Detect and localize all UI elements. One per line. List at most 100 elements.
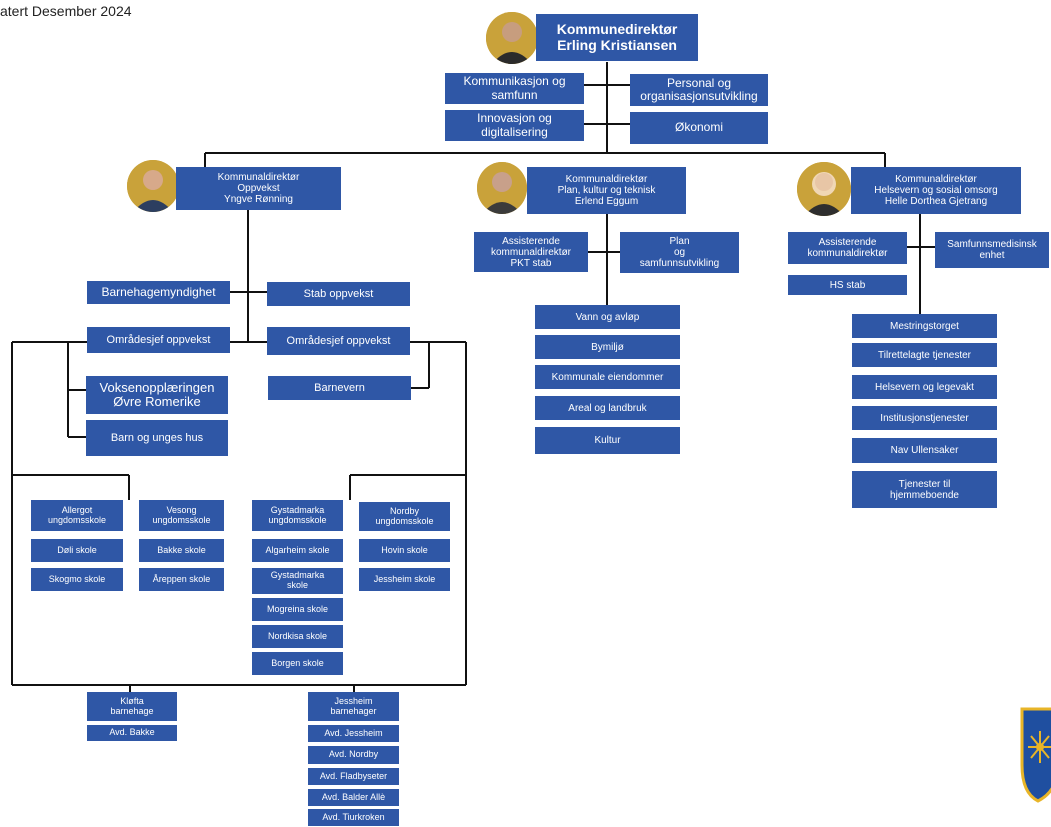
municipality-crest-icon bbox=[1020, 707, 1051, 803]
avd-tiurkroken-box: Avd. Tiurkroken bbox=[308, 809, 399, 826]
kommunikasjon-line1: Kommunikasjon og bbox=[463, 74, 566, 89]
avd-tiurkroken-label: Avd. Tiurkroken bbox=[322, 811, 385, 822]
avd-fladbyseter-label: Avd. Fladbyseter bbox=[319, 770, 388, 781]
klofta-box: Kløfta barnehage bbox=[87, 692, 177, 721]
hso-unit-tjenester: Tjenester til hjemmeboende bbox=[852, 471, 997, 508]
algarheim-box: Algarheim skole bbox=[252, 539, 343, 562]
avd-nordby-box: Avd. Nordby bbox=[308, 746, 399, 764]
vesong-box: Vesong ungdomsskole bbox=[139, 500, 224, 531]
pkt-unit-kultur: Kultur bbox=[535, 427, 680, 454]
erlend-photo-avatar bbox=[477, 162, 527, 214]
barnevern-box: Barnevern bbox=[268, 376, 411, 400]
allergot-box: Allergot ungdomsskole bbox=[31, 500, 123, 531]
kommunedirektor-title: Kommunedirektør bbox=[556, 21, 678, 38]
nav-label: Nav Ullensaker bbox=[890, 445, 959, 456]
yngve-photo-avatar bbox=[127, 160, 179, 212]
hso-unit-helsevern: Helsevern og legevakt bbox=[852, 375, 997, 399]
areal-label: Areal og landbruk bbox=[568, 402, 647, 414]
omradesjef-right-label: Områdesjef oppvekst bbox=[286, 334, 391, 347]
person-icon bbox=[486, 12, 538, 64]
oppvekst-name: Yngve Rønning bbox=[224, 194, 293, 205]
innovasjon-box: Innovasjon og digitalisering bbox=[445, 110, 584, 141]
jessheim-bh-line2: barnehager bbox=[330, 705, 377, 716]
plan-line2: og bbox=[673, 247, 686, 258]
skogmo-box: Skogmo skole bbox=[31, 568, 123, 591]
kommunikasjon-line2: samfunn bbox=[491, 87, 538, 102]
plan-line3: samfunnsutvikling bbox=[639, 258, 720, 269]
gystadmarka-u-line1: Gystadmarka bbox=[270, 504, 325, 515]
omradesjef-right-box: Områdesjef oppvekst bbox=[267, 327, 410, 355]
hso-unit-nav: Nav Ullensaker bbox=[852, 438, 997, 463]
voksenopplaeringen-box: Voksenopplæringen Øvre Romerike bbox=[86, 376, 228, 414]
avd-jessheim-label: Avd. Jessheim bbox=[324, 727, 383, 738]
doli-box: Døli skole bbox=[31, 539, 123, 562]
plan-line1: Plan bbox=[669, 236, 690, 247]
jessheim-barnehager-box: Jessheim barnehager bbox=[308, 692, 399, 721]
klofta-line1: Kløfta bbox=[120, 695, 144, 706]
doli-label: Døli skole bbox=[57, 544, 97, 555]
personal-line2: organisasjonsutvikling bbox=[640, 89, 758, 103]
voksen-line1: Voksenopplæringen bbox=[99, 379, 215, 395]
person-icon bbox=[127, 160, 179, 212]
pkt-assist-box: Assisterende kommunaldirektør PKT stab bbox=[474, 232, 588, 272]
institusjon-label: Institusjonstjenester bbox=[880, 412, 969, 424]
gystadmarka-skole-box: Gystadmarka skole bbox=[252, 568, 343, 594]
avd-balder-label: Avd. Balder Allè bbox=[321, 791, 386, 802]
omradesjef-left-box: Områdesjef oppvekst bbox=[87, 327, 230, 353]
bymiljo-label: Bymiljø bbox=[591, 341, 624, 353]
hso-title: Kommunaldirektør bbox=[895, 174, 977, 185]
avd-bakke-label: Avd. Bakke bbox=[109, 727, 155, 738]
hso-assist-box: Assisterende kommunaldirektør bbox=[788, 232, 907, 264]
stab-oppvekst-box: Stab oppvekst bbox=[267, 282, 410, 306]
nordby-u-box: Nordby ungdomsskole bbox=[359, 502, 450, 531]
barn-unges-hus-box: Barn og unges hus bbox=[86, 420, 228, 456]
avd-nordby-label: Avd. Nordby bbox=[328, 749, 379, 760]
vann-label: Vann og avløp bbox=[575, 311, 640, 323]
hso-assist-line2: kommunaldirektør bbox=[807, 248, 888, 259]
helsevern-label: Helsevern og legevakt bbox=[875, 381, 974, 393]
erling-photo-avatar bbox=[486, 12, 538, 64]
updated-date-text: atert Desember 2024 bbox=[0, 3, 132, 19]
mogreina-box: Mogreina skole bbox=[252, 598, 343, 621]
tjenester-line1: Tjenester til bbox=[898, 478, 951, 490]
barnehagemyndighet-box: Barnehagemyndighet bbox=[87, 281, 230, 304]
vesong-line1: Vesong bbox=[166, 504, 197, 515]
barnehagemyndighet-label: Barnehagemyndighet bbox=[101, 284, 216, 299]
allergot-line2: ungdomsskole bbox=[47, 514, 107, 525]
avd-jessheim-box: Avd. Jessheim bbox=[308, 725, 399, 742]
avd-bakke-box: Avd. Bakke bbox=[87, 725, 177, 741]
nordby-u-line1: Nordby bbox=[389, 505, 419, 516]
hso-unit-mestring: Mestringstorget bbox=[852, 314, 997, 338]
hovin-box: Hovin skole bbox=[359, 539, 450, 562]
bakke-skole-box: Bakke skole bbox=[139, 539, 224, 562]
jessheim-skole-label: Jessheim skole bbox=[373, 573, 436, 584]
gystadmarka-u-line2: ungdomsskole bbox=[268, 514, 327, 525]
borgen-box: Borgen skole bbox=[252, 652, 343, 675]
okonomi-box: Økonomi bbox=[630, 112, 768, 144]
pkt-area: Plan, kultur og teknisk bbox=[557, 185, 656, 196]
kommunedirektor-box: Kommunedirektør Erling Kristiansen bbox=[536, 14, 698, 61]
pkt-title: Kommunaldirektør bbox=[565, 174, 648, 185]
nordkisa-box: Nordkisa skole bbox=[252, 625, 343, 648]
innovasjon-line2: digitalisering bbox=[481, 124, 548, 139]
bakke-skole-label: Bakke skole bbox=[157, 544, 206, 555]
gystadmarka-u-box: Gystadmarka ungdomsskole bbox=[252, 500, 343, 531]
tjenester-line2: hjemmeboende bbox=[890, 489, 959, 501]
kultur-label: Kultur bbox=[594, 435, 621, 446]
hso-director-box: Kommunaldirektør Helsevern og sosial oms… bbox=[851, 167, 1021, 214]
person-icon bbox=[797, 162, 851, 216]
mestring-label: Mestringstorget bbox=[890, 320, 959, 332]
nordkisa-label: Nordkisa skole bbox=[267, 630, 328, 641]
oppvekst-area: Oppvekst bbox=[237, 183, 280, 194]
hso-assist-line1: Assisterende bbox=[818, 237, 877, 248]
avd-fladbyseter-box: Avd. Fladbyseter bbox=[308, 768, 399, 785]
avd-balder-box: Avd. Balder Allè bbox=[308, 789, 399, 806]
pkt-assist-line2: kommunaldirektør bbox=[490, 246, 572, 258]
hso-name: Helle Dorthea Gjetrang bbox=[884, 196, 988, 207]
pkt-unit-eiendommer: Kommunale eiendommer bbox=[535, 365, 680, 389]
personal-box: Personal og organisasjonsutvikling bbox=[630, 74, 768, 106]
tilrettelagte-label: Tilrettelagte tjenester bbox=[877, 349, 971, 361]
hs-stab-box: HS stab bbox=[788, 275, 907, 295]
personal-line1: Personal og bbox=[666, 75, 732, 90]
